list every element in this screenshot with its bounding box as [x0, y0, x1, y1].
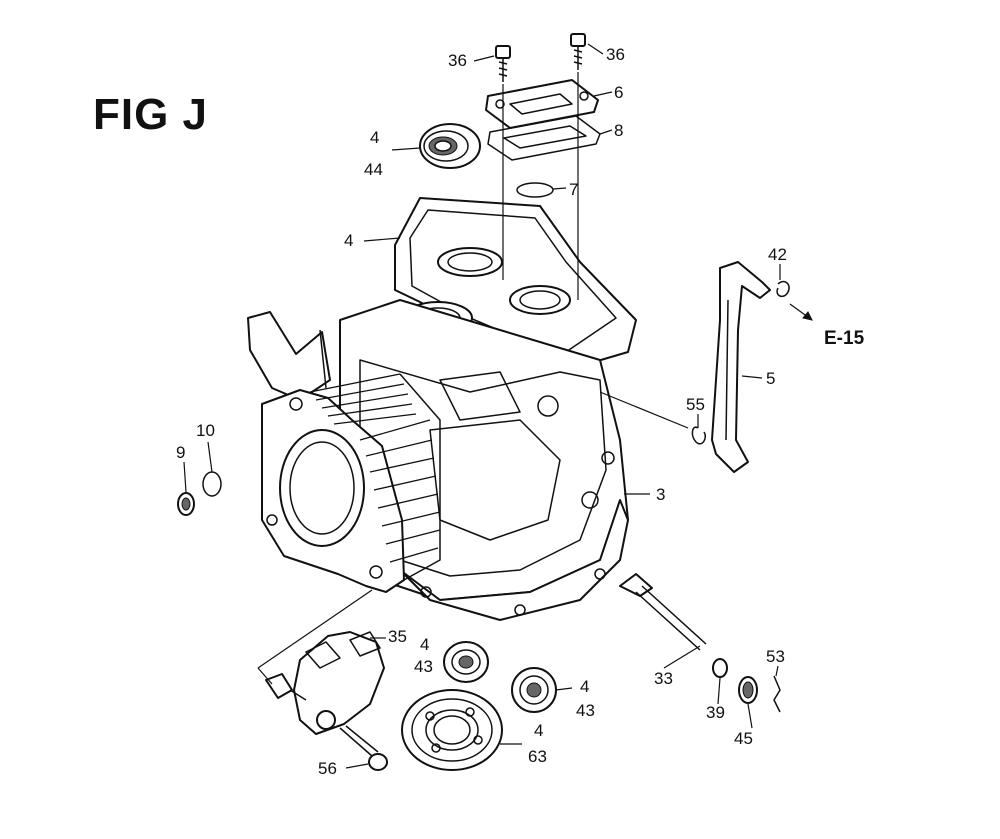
gasket-8 — [487, 115, 601, 161]
governor-assembly-35 — [265, 631, 385, 735]
callout-63: 63 — [528, 747, 547, 766]
oil-seal-44 — [419, 123, 481, 169]
callout-36-right: 36 — [606, 45, 625, 64]
breather-tube-5 — [711, 261, 771, 473]
figure-title: FIG J — [93, 90, 209, 139]
callout-4-case: 4 — [344, 231, 353, 250]
callout-4-seal: 4 — [370, 128, 379, 147]
bolt-36-left — [495, 45, 511, 82]
callout-4-bearing-63: 4 — [534, 721, 543, 740]
callout-53: 53 — [766, 647, 785, 666]
o-ring-7 — [516, 182, 554, 198]
bearing-43-upper — [443, 641, 489, 683]
cover-plate-6 — [485, 79, 599, 129]
callout-4-bearing-lower: 4 — [580, 677, 589, 696]
callout-43-upper: 43 — [414, 657, 433, 676]
bolt-36-right — [570, 33, 586, 70]
bearing-63 — [401, 689, 503, 771]
o-ring-10 — [202, 471, 222, 497]
washer-45 — [738, 676, 758, 704]
crankcase-4 — [247, 197, 637, 621]
callout-56: 56 — [318, 759, 337, 778]
callout-45: 45 — [734, 729, 753, 748]
bolt-56 — [339, 725, 388, 771]
callout-35: 35 — [388, 627, 407, 646]
reference-arrow — [789, 303, 813, 321]
pin-53 — [773, 675, 781, 713]
callout-44: 44 — [364, 160, 383, 179]
callout-6: 6 — [614, 83, 623, 102]
bearing-43-lower — [511, 667, 557, 713]
callout-7: 7 — [569, 180, 578, 199]
callout-10: 10 — [196, 421, 215, 440]
callout-5: 5 — [766, 369, 775, 388]
callout-3: 3 — [656, 485, 665, 504]
callout-42: 42 — [768, 245, 787, 264]
callout-9: 9 — [176, 443, 185, 462]
clip-42 — [776, 280, 790, 298]
callout-36-left: 36 — [448, 51, 467, 70]
governor-shaft-33 — [619, 573, 707, 651]
callout-labels: 36 36 6 8 7 4 44 4 42 E-15 5 55 10 9 3 3… — [176, 45, 865, 778]
callout-4-bearing-upper: 4 — [420, 635, 429, 654]
callout-33: 33 — [654, 669, 673, 688]
drain-plug-9 — [177, 492, 195, 516]
callout-43-lower: 43 — [576, 701, 595, 720]
callout-39: 39 — [706, 703, 725, 722]
callout-55: 55 — [686, 395, 705, 414]
clip-55 — [691, 426, 707, 445]
leader-lines — [183, 43, 781, 769]
callout-8: 8 — [614, 121, 623, 140]
washer-39 — [712, 658, 728, 678]
reference-e15: E-15 — [824, 328, 865, 349]
cylinder-face-3 — [261, 373, 441, 593]
